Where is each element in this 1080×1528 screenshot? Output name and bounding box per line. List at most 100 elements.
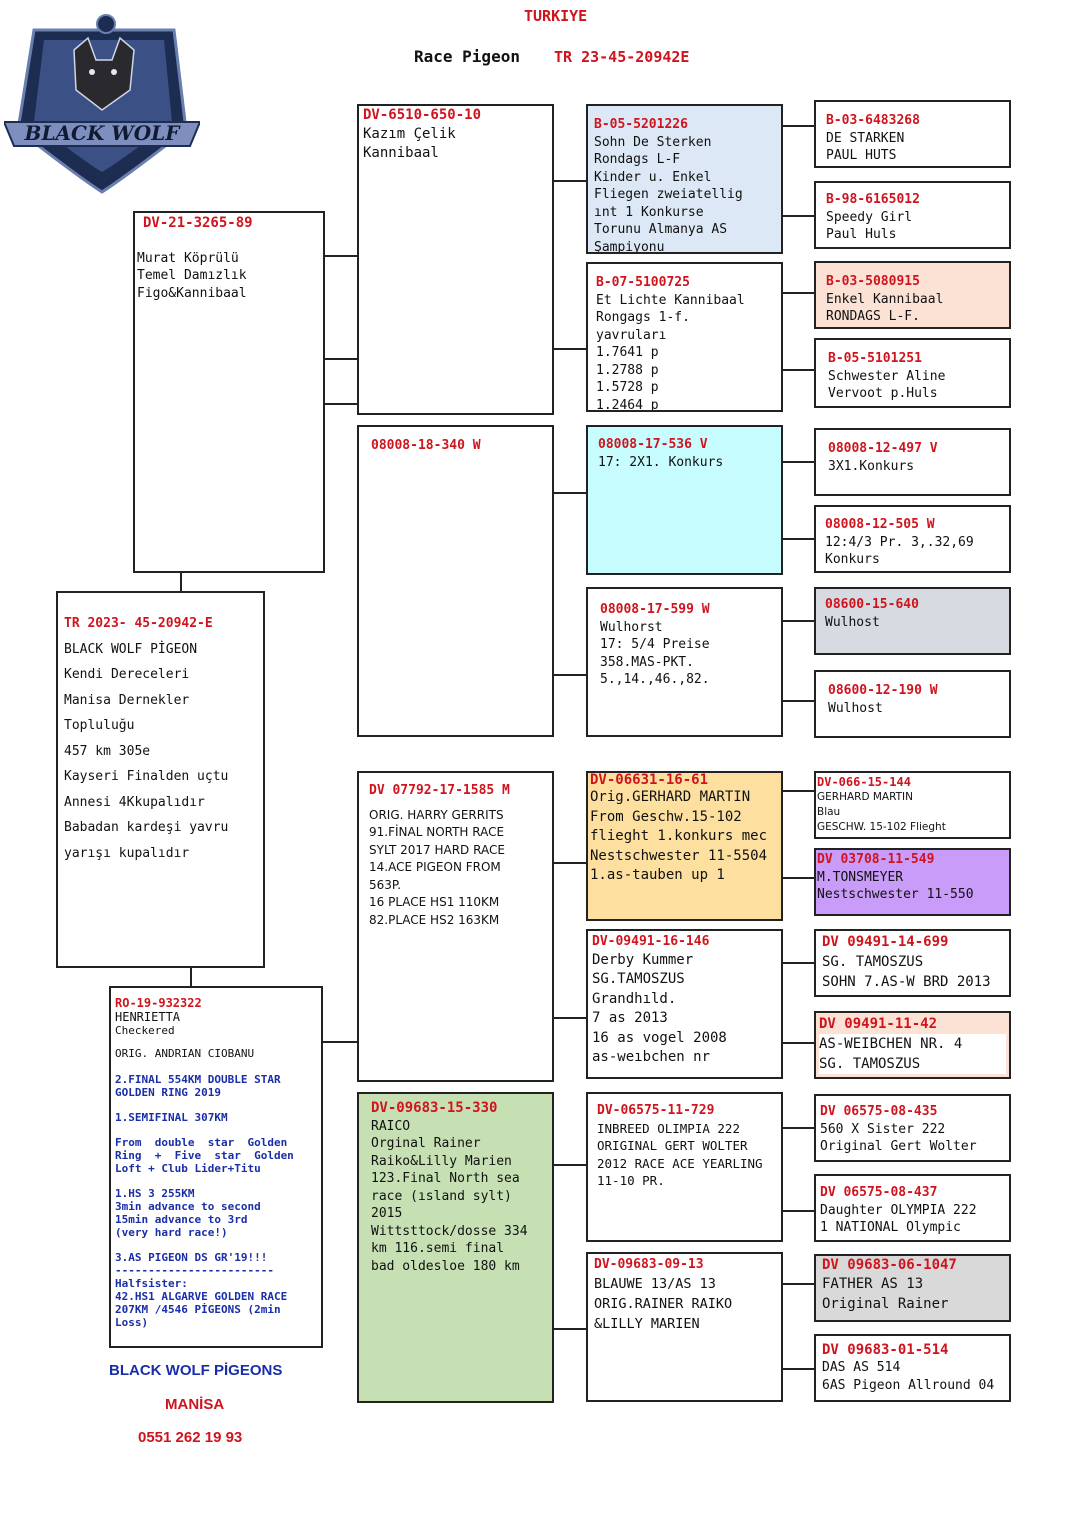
gen4-card-10: DV 03708-11-549 M.TONSMEYER Nestschweste…	[814, 848, 1011, 916]
gen4-card-6: 08008-12-505 W 12:4/3 Pr. 3,.32,69 Konku…	[814, 505, 1011, 573]
gen4-text-6: 12:4/3 Pr. 3,.32,69 Konkurs	[825, 534, 974, 568]
gen4-ring-10: DV 03708-11-549	[817, 852, 935, 867]
gen3-ring-8: DV-09683-09-13	[594, 1257, 704, 1272]
pigeon-line-6: Kayseri Finalden uçtu	[64, 769, 229, 784]
gen3-text-8: BLAUWE 13/AS 13 ORIG.RAINER RAIKO &LILLY…	[594, 1275, 733, 1332]
pigeon-line-4: Topluluğu	[64, 718, 135, 733]
country-title: TURKIYE	[524, 7, 588, 25]
pigeon-card: TR 2023- 45-20942-E BLACK WOLF PİGEON Ke…	[56, 591, 265, 968]
dam-card: RO-19-932322 HENRIETTA Checkered ORIG. A…	[109, 986, 323, 1348]
gen4-ring-16: DV 09683-01-514	[822, 1342, 949, 1358]
gen4-text-15: FATHER AS 13 Original Rainer	[822, 1276, 949, 1312]
gen4-card-5: 08008-12-497 V 3X1.Konkurs	[814, 428, 1011, 496]
gen2-card-1: DV-6510-650-10 Kazım Çelik Kannibaal	[357, 104, 554, 415]
gen3-ring-7: DV-06575-11-729	[597, 1103, 715, 1118]
gen3-ring-6: DV-09491-16-146	[592, 934, 710, 949]
loft-name: BLACK WOLF PİGEONS	[109, 1362, 283, 1379]
dam-color: Checkered	[115, 1024, 175, 1037]
gen3-ring-1: B-05-5201226	[594, 117, 688, 132]
gen4-card-13: DV 06575-08-435 560 X Sister 222 Origina…	[814, 1094, 1011, 1162]
pigeon-line-3: Manisa Dernekler	[64, 692, 190, 708]
dam-name: HENRIETTA	[115, 1010, 181, 1024]
gen2-card-3: DV 07792-17-1585 M ORIG. HARRY GERRITS 9…	[357, 771, 554, 1082]
gen4-card-4: B-05-5101251 Schwester Aline Vervoot p.H…	[814, 338, 1011, 408]
gen4-text-4: Schwester Aline Vervoot p.Huls	[828, 368, 946, 402]
gen4-ring-1: B-03-6483268	[826, 113, 920, 128]
gen4-text-13: 560 X Sister 222 Original Gert Wolter	[820, 1121, 977, 1155]
loft-city: MANİSA	[165, 1396, 225, 1413]
gen2-text-1: Kazım Çelik Kannibaal	[363, 125, 456, 161]
gen2-ring-4: DV-09683-15-330	[371, 1100, 498, 1116]
dam-result-4: 1.HS 3 255KM 3min advance to second 15mi…	[115, 1187, 261, 1239]
gen2-text-4: RAICO Orginal Rainer Raiko&Lilly Marien …	[371, 1118, 528, 1274]
gen4-ring-8: 08600-12-190 W	[828, 683, 938, 698]
gen4-text-10: M.TONSMEYER Nestschwester 11-550	[817, 869, 974, 902]
logo-text: BLACK WOLF	[24, 121, 182, 145]
gen4-ring-3: B-03-5080915	[826, 274, 920, 289]
gen4-card-16: DV 09683-01-514 DAS AS 514 6AS Pigeon Al…	[814, 1334, 1011, 1402]
gen4-card-14: DV 06575-08-437 Daughter OLYMPIA 222 1 N…	[814, 1174, 1011, 1242]
gen3-text-5: Orig.GERHARD MARTIN From Geschw.15-102 f…	[590, 789, 768, 883]
gen4-ring-7: 08600-15-640	[825, 597, 919, 612]
race-label: Race Pigeon	[414, 47, 520, 66]
gen4-ring-11: DV 09491-14-699	[822, 934, 949, 950]
gen4-text-12: AS-WEIBCHEN NR. 4 SG. TAMOSZUS	[819, 1034, 1006, 1074]
gen4-ring-12: DV 09491-11-42	[819, 1016, 938, 1032]
black-wolf-logo: BLACK WOLF	[4, 14, 200, 194]
gen4-text-1: DE STARKEN PAUL HUTS	[826, 130, 905, 164]
gen4-text-3: Enkel Kannibaal RONDAGS L-F.	[826, 291, 944, 325]
pigeon-line-8: Babadan kardeşi yavru	[64, 820, 229, 835]
gen3-card-2: B-07-5100725 Et Lichte Kannibaal Rongags…	[586, 262, 783, 412]
gen2-ring-3: DV 07792-17-1585 M	[369, 783, 510, 798]
gen4-card-11: DV 09491-14-699 SG. TAMOSZUS SOHN 7.AS-W…	[814, 929, 1011, 997]
gen4-card-1: B-03-6483268 DE STARKEN PAUL HUTS	[814, 100, 1011, 168]
gen3-text-7: INBREED OLIMPIA 222 ORIGINAL GERT WOLTER…	[597, 1120, 763, 1189]
pigeon-line-9: yarışı kupalıdır	[64, 845, 190, 861]
gen3-text-2: Et Lichte Kannibaal Rongags 1-f. yavrula…	[596, 292, 745, 412]
sire-text: Murat Köprülü Temel Damızlık Figo&Kannib…	[137, 250, 247, 301]
gen3-ring-3: 08008-17-536 V	[598, 437, 708, 452]
pigeon-line-5: 457 km 305e	[64, 743, 151, 759]
loft-phone: 0551 262 19 93	[138, 1429, 243, 1446]
sire-ring: DV-21-3265-89	[143, 215, 253, 231]
gen2-ring-1: DV-6510-650-10	[363, 107, 482, 123]
gen4-card-3: B-03-5080915 Enkel Kannibaal RONDAGS L-F…	[814, 261, 1011, 329]
gen3-card-6: DV-09491-16-146 Derby Kummer SG.TAMOSZUS…	[586, 929, 783, 1079]
gen3-text-3: 17: 2X1. Konkurs	[598, 454, 724, 470]
gen3-text-1: Sohn De Sterken Rondags L-F Kinder u. En…	[594, 134, 743, 254]
dam-result-5: 3.AS PIGEON DS GR'19!!!	[115, 1251, 268, 1264]
gen4-ring-2: B-98-6165012	[826, 192, 920, 207]
pigeon-line-1: BLACK WOLF PİGEON	[64, 641, 198, 657]
gen4-text-9: GERHARD MARTIN Blau GESCHW. 15-102 Flieg…	[817, 791, 946, 833]
gen4-ring-4: B-05-5101251	[828, 351, 922, 366]
gen4-text-5: 3X1.Konkurs	[828, 458, 915, 474]
gen4-text-11: SG. TAMOSZUS SOHN 7.AS-W BRD 2013	[822, 954, 991, 990]
gen4-ring-13: DV 06575-08-435	[820, 1104, 938, 1119]
gen3-card-5: DV-06631-16-61 Orig.GERHARD MARTIN From …	[586, 771, 783, 921]
gen4-text-8: Wulhost	[828, 700, 883, 716]
dam-origin: ORIG. ANDRIAN CIOBANU	[115, 1047, 255, 1060]
gen4-card-7: 08600-15-640 Wulhost	[814, 587, 1011, 655]
gen2-ring-2: 08008-18-340 W	[371, 438, 481, 453]
gen3-text-6: Derby Kummer SG.TAMOSZUS Grandhıld. 7 as…	[592, 951, 727, 1066]
gen2-card-2: 08008-18-340 W	[357, 425, 554, 737]
gen3-card-7: DV-06575-11-729 INBREED OLIMPIA 222 ORIG…	[586, 1092, 783, 1242]
pigeon-line-2: Kendi Dereceleri	[64, 667, 190, 682]
gen4-text-16: DAS AS 514 6AS Pigeon Allround 04	[822, 1360, 995, 1393]
gen4-text-7: Wulhost	[825, 614, 880, 630]
dam-result-3: From double star Golden Ring + Five star…	[115, 1136, 294, 1175]
pigeon-ring: TR 2023- 45-20942-E	[64, 616, 213, 631]
dam-result-1: 2.FINAL 554KM DOUBLE STAR GOLDEN RING 20…	[115, 1073, 281, 1099]
pigeon-line-7: Annesi 4Kkupalıdır	[64, 794, 205, 810]
gen2-card-4: DV-09683-15-330 RAICO Orginal Rainer Rai…	[357, 1092, 554, 1403]
dam-halfsister: ------------------------ Halfsister: 42.…	[115, 1264, 288, 1329]
gen3-card-1: B-05-5201226 Sohn De Sterken Rondags L-F…	[586, 104, 783, 254]
gen4-ring-15: DV 09683-06-1047	[822, 1257, 957, 1273]
dam-result-2: 1.SEMIFINAL 307KM	[115, 1111, 228, 1124]
header-ring: TR 23-45-20942E	[554, 48, 690, 66]
gen4-ring-9: DV-066-15-144	[817, 775, 911, 789]
gen3-ring-2: B-07-5100725	[596, 275, 690, 290]
sire-card: DV-21-3265-89 Murat Köprülü Temel Damızl…	[133, 211, 325, 573]
gen3-card-4: 08008-17-599 W Wulhorst 17: 5/4 Preise 3…	[586, 587, 783, 737]
gen4-text-14: Daughter OLYMPIA 222 1 NATIONAL Olympic	[820, 1202, 977, 1236]
